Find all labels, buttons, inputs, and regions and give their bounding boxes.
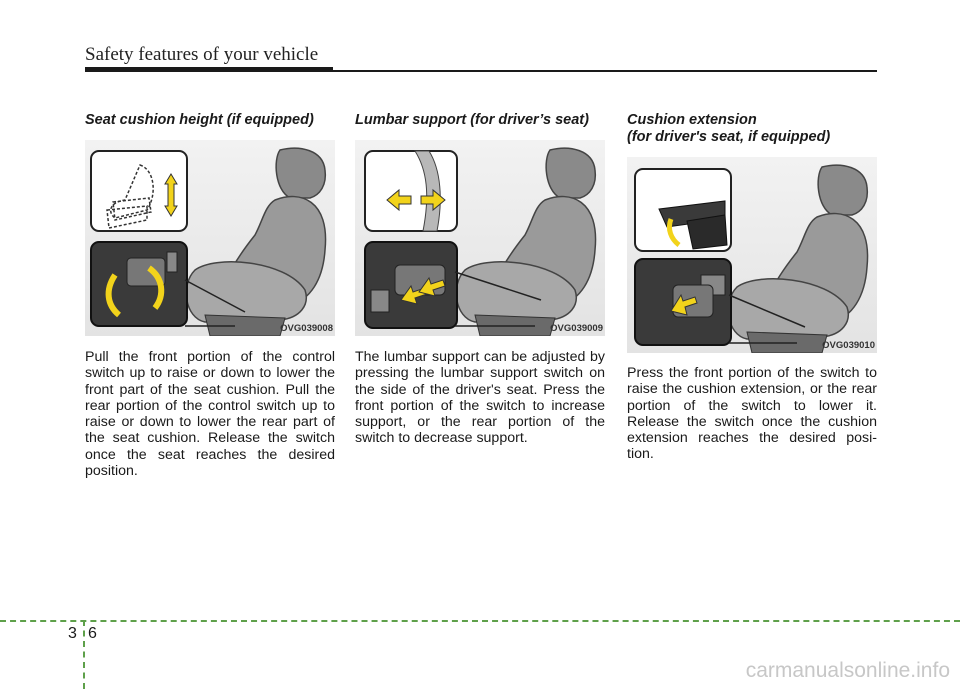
header-rule-thin [333, 70, 877, 72]
lumbar-support-illustration: OVG039009 [355, 140, 605, 336]
heading-line: (for driver's seat, if equipped) [627, 129, 831, 145]
inset-control-switch [90, 241, 246, 327]
seat-illustration [455, 147, 597, 336]
cushion-extension-illustration: OVG039010 [627, 157, 877, 353]
seat-illustration [727, 164, 869, 353]
page-number: 6 [88, 625, 97, 642]
figure-code: OVG039010 [822, 340, 875, 351]
section-heading: Lumbar support (for driver’s seat) [355, 112, 615, 129]
inset-lumbar-switch [364, 241, 542, 329]
section-body: The lumbar support can be adjusted by pr… [355, 349, 605, 447]
section-heading: Seat cushion height (if equipped) [85, 112, 345, 129]
footer-rule [0, 620, 960, 622]
seat-cushion-height-illustration: OVG039008 [85, 140, 335, 336]
heading-line: Cushion extension [627, 112, 757, 128]
inset-extension-switch [634, 258, 806, 346]
heading-line: Lumbar support (for driver’s seat) [355, 112, 589, 128]
inset-cushion-extension [634, 168, 732, 252]
header-rule-thick [85, 67, 333, 72]
section-body: Press the front portion of the switch to… [627, 365, 877, 463]
footer-divider [83, 620, 85, 689]
figure-code: OVG039008 [280, 323, 333, 334]
page-header-title: Safety features of your vehicle [85, 44, 319, 65]
inset-lumbar-arrows [364, 150, 458, 232]
watermark: carmanualsonline.info [745, 659, 950, 682]
heading-line: Seat cushion height (if equipped) [85, 112, 314, 128]
section-heading: Cushion extension (for driver's seat, if… [627, 112, 887, 146]
inset-seat-outline [90, 150, 188, 232]
figure-code: OVG039009 [550, 323, 603, 334]
section-body: Pull the front portion of the control sw… [85, 349, 335, 480]
page-chapter-number: 3 [68, 625, 77, 642]
seat-illustration [185, 147, 327, 336]
